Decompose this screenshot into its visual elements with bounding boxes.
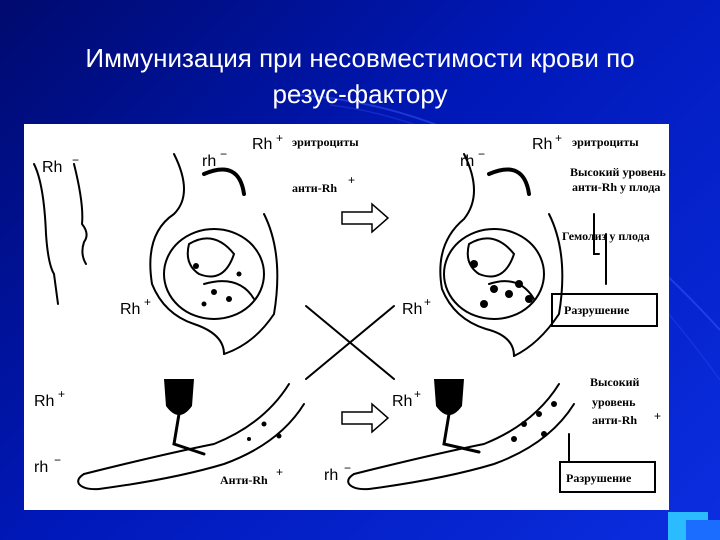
arrow-right-top-icon — [341, 202, 390, 234]
svg-text:−: − — [220, 147, 227, 161]
iv-tube-right-icon — [442, 412, 481, 454]
high-bottom-line3: анти-Rh — [592, 413, 637, 427]
rh-pos-fetus-left-label: Rh — [120, 301, 140, 318]
svg-text:−: − — [72, 153, 79, 167]
iv-tube-left-icon — [172, 412, 206, 456]
rh-pos-fetus-right-label: Rh — [402, 301, 422, 318]
slide-title: Иммунизация при несовместимости крови по… — [0, 40, 720, 112]
arrow-right-bottom-icon — [341, 402, 390, 434]
arm-right-icon — [347, 383, 575, 491]
rh-neg-bottom-mid-label: rh — [324, 467, 338, 484]
arm-left-icon — [77, 383, 305, 491]
destruction-box-bottom — [559, 461, 656, 493]
destruction-box-top — [551, 293, 658, 327]
rh-neg-fetus-left-label: rh — [202, 153, 216, 170]
pregnant-woman-right-icon — [439, 153, 564, 357]
diagram-panel: Rh − Rh + эритроциты rh − анти-Rh + Rh +… — [24, 124, 669, 510]
hemolysis-arrow — [593, 213, 600, 255]
rh-pos-erythrocytes-left-label: Rh — [252, 136, 272, 153]
erythrocytes-left-label: эритроциты — [292, 135, 359, 149]
pregnant-woman-left-icon — [149, 153, 279, 355]
svg-text:+: + — [555, 131, 562, 145]
destruction-top-label: Разрушение — [564, 303, 630, 317]
anti-rh-left-label: анти-Rh — [292, 181, 337, 195]
high-level-line2: анти-Rh у плода — [572, 180, 660, 194]
iv-bottle-left-icon — [164, 379, 194, 415]
erythrocytes-right-label: эритроциты — [572, 135, 639, 149]
slide-title-line2: резус-фактору — [272, 79, 448, 109]
hemolysis-label: Гемолиз у плода — [562, 229, 650, 243]
svg-text:+: + — [276, 131, 283, 145]
rh-immunization-diagram: Rh − Rh + эритроциты rh − анти-Rh + Rh +… — [33, 131, 667, 493]
svg-text:+: + — [144, 295, 151, 309]
rh-neg-arm-left-label: rh — [34, 459, 48, 476]
svg-text:+: + — [414, 387, 421, 401]
svg-text:+: + — [424, 295, 431, 309]
svg-text:+: + — [348, 173, 355, 187]
woman-figure-icon — [33, 163, 88, 305]
svg-text:+: + — [654, 409, 661, 423]
rh-pos-transfusion-left-label: Rh — [34, 393, 54, 410]
iv-bottle-right-icon — [434, 379, 464, 415]
corner-accent-2 — [686, 520, 720, 540]
high-bottom-line2: уровень — [592, 395, 636, 409]
cross-arrow-b — [305, 305, 395, 380]
rh-pos-bottom-right-label: Rh — [392, 393, 412, 410]
anti-rh-bottom-label: Анти-Rh — [220, 473, 268, 487]
rh-pos-erythrocytes-right-label: Rh — [532, 136, 552, 153]
rh-neg-fetus-right-label: rh — [460, 153, 474, 170]
svg-text:−: − — [344, 461, 351, 475]
slide-title-line1: Иммунизация при несовместимости крови по — [85, 43, 635, 73]
rh-neg-woman-label: Rh — [42, 159, 62, 176]
svg-text:+: + — [58, 387, 65, 401]
destruction-bottom-label: Разрушение — [566, 471, 632, 485]
high-bottom-line1: Высокий — [590, 375, 640, 389]
svg-text:−: − — [478, 147, 485, 161]
svg-text:+: + — [276, 465, 283, 479]
svg-text:−: − — [54, 453, 61, 467]
high-level-line1: Высокий уровень — [570, 165, 667, 179]
